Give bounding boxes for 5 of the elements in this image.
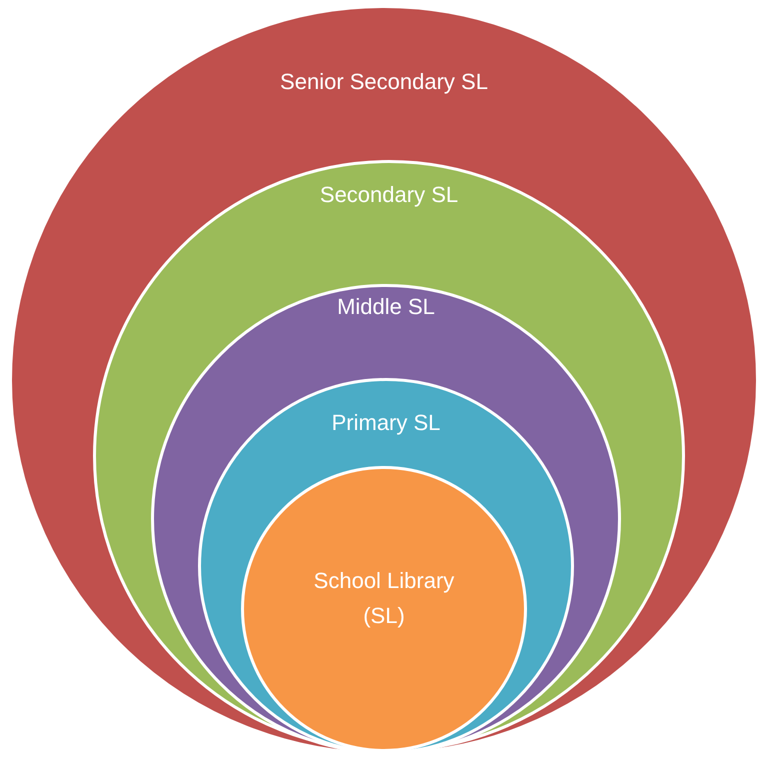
level-label: Senior Secondary SL	[280, 68, 488, 96]
level-label: Primary SL	[332, 409, 440, 437]
level-label: Secondary SL	[320, 181, 458, 209]
level-label: School Library (SL)	[312, 567, 456, 630]
level-label: Middle SL	[337, 293, 435, 321]
